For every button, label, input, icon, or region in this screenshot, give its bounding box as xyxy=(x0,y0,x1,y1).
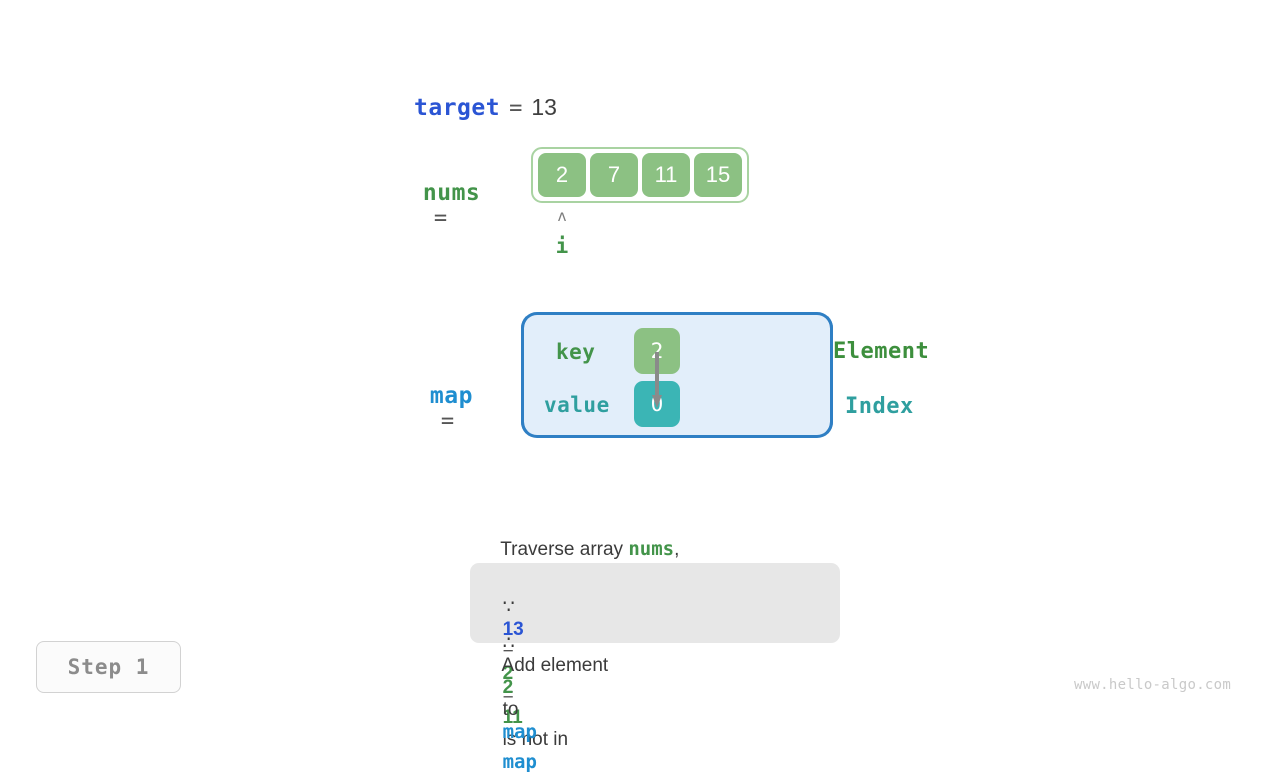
nums-equals-sign: = xyxy=(433,206,448,231)
nums-declaration: nums = xyxy=(414,162,480,231)
index-pointer-caret-icon: ʌ xyxy=(557,207,567,225)
map-index-side-label: Index xyxy=(845,394,914,419)
array-cell[interactable]: 11 xyxy=(642,153,690,197)
target-variable-name: target xyxy=(414,95,501,121)
explanation-line2-text-before: Add element xyxy=(501,655,609,676)
target-value: 13 xyxy=(531,94,557,120)
target-equals-sign: = xyxy=(509,96,523,121)
key-to-value-arrow-icon xyxy=(652,352,662,408)
explanation-target-value: 13 xyxy=(502,619,524,640)
target-declaration: target = 13 xyxy=(414,94,557,121)
explanation-box xyxy=(470,563,840,643)
map-key-row-label: key xyxy=(556,340,596,364)
caption-keyword-nums: nums xyxy=(628,538,675,560)
step-badge: Step 1 xyxy=(36,641,181,693)
nums-array-container: 2 7 11 15 xyxy=(531,147,749,203)
map-value-row-label: value xyxy=(544,393,610,417)
therefore-symbol: ∴ xyxy=(502,633,515,654)
array-cell[interactable]: 2 xyxy=(538,153,586,197)
caption-suffix: , xyxy=(674,539,680,560)
explanation-current-element: 2 xyxy=(502,663,514,684)
explanation-line-therefore: ∴ Add element 2 to map xyxy=(492,610,609,744)
explanation-line2-map: map xyxy=(502,721,537,743)
nums-variable-name: nums xyxy=(422,180,481,206)
explanation-equals-sign: = xyxy=(502,685,514,706)
watermark-text: www.hello-algo.com xyxy=(1074,677,1232,693)
map-declaration: map = xyxy=(421,365,473,434)
array-cell[interactable]: 7 xyxy=(590,153,638,197)
explanation-line2-text-middle: to xyxy=(502,699,519,720)
caption-text: Traverse array nums, xyxy=(490,516,679,561)
index-pointer-label: i xyxy=(555,234,569,258)
map-element-side-label: Element xyxy=(833,339,930,364)
caption-prefix: Traverse array xyxy=(500,539,629,560)
map-variable-name: map xyxy=(429,383,473,409)
map-key-cell[interactable]: 2 xyxy=(634,328,680,374)
explanation-minus-sign: − xyxy=(502,641,514,662)
array-cell[interactable]: 15 xyxy=(694,153,742,197)
map-equals-sign: = xyxy=(440,409,455,434)
explanation-added-element: 2 xyxy=(502,677,514,698)
because-symbol: ∵ xyxy=(502,597,515,618)
explanation-line1-map: map xyxy=(502,751,537,773)
